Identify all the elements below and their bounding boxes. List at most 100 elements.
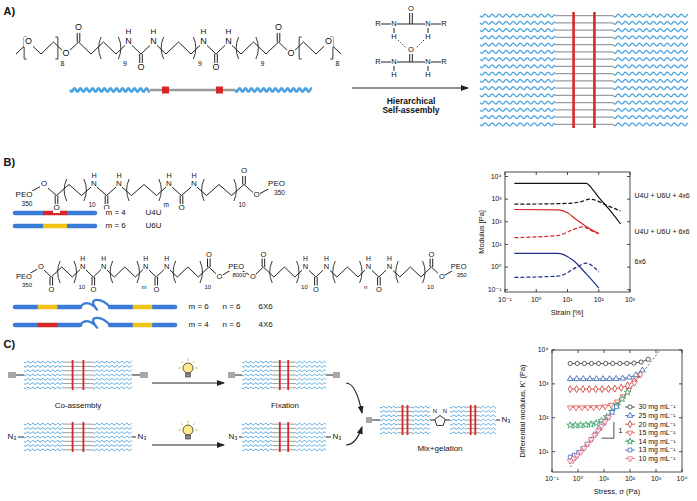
tick bbox=[679, 383, 682, 384]
atom-label: N bbox=[150, 37, 158, 46]
peo-strand bbox=[480, 65, 555, 68]
tick-label: 10² bbox=[624, 475, 635, 482]
bracket bbox=[84, 179, 87, 201]
peo-strand bbox=[93, 445, 132, 447]
bracket bbox=[234, 179, 237, 201]
alkyl-strand bbox=[398, 432, 412, 433]
data-marker bbox=[625, 361, 629, 365]
legend-marker bbox=[625, 448, 635, 452]
peo-strand bbox=[480, 108, 555, 111]
double-bond bbox=[317, 277, 318, 286]
urea-band bbox=[83, 360, 85, 390]
urea-band bbox=[83, 422, 85, 452]
atom-label: N bbox=[425, 20, 431, 28]
alkyl-strand bbox=[467, 432, 480, 433]
peo-strand bbox=[24, 445, 63, 447]
tick bbox=[682, 350, 683, 353]
fibril bbox=[450, 405, 496, 435]
double-bond bbox=[432, 259, 433, 268]
tick-label: 10² bbox=[538, 414, 549, 421]
peo-strand bbox=[380, 428, 398, 430]
peo-block bbox=[110, 323, 133, 328]
cartoon-label: m = 6 bbox=[105, 222, 126, 230]
bracket bbox=[99, 37, 102, 59]
peo-strand bbox=[242, 387, 272, 389]
bond bbox=[445, 420, 450, 421]
tick bbox=[578, 350, 579, 353]
alkyl-strand bbox=[63, 424, 93, 425]
atom-label: O bbox=[153, 286, 160, 294]
peo-strand bbox=[450, 406, 467, 408]
peo-strand bbox=[24, 423, 63, 425]
atom-label: R bbox=[375, 58, 381, 66]
bond bbox=[132, 437, 136, 438]
peo-strand bbox=[480, 101, 555, 104]
peo-block bbox=[67, 224, 95, 229]
peo-strand bbox=[613, 101, 688, 104]
step-label: Co-assembly bbox=[54, 402, 102, 410]
tick-label: 10¹ bbox=[538, 448, 549, 455]
atom-label: N bbox=[302, 263, 308, 271]
peo-strand bbox=[296, 361, 326, 363]
alkyl-strand bbox=[555, 37, 613, 38]
data-marker bbox=[567, 459, 573, 464]
data-marker bbox=[582, 421, 589, 427]
peo-strand bbox=[296, 432, 326, 434]
bulb-glass bbox=[183, 363, 193, 373]
atom-label: H bbox=[191, 172, 197, 180]
atom-label: H bbox=[323, 255, 329, 262]
peo-strand bbox=[613, 36, 688, 39]
peo-strand bbox=[24, 436, 63, 438]
legend-text: 30 mg mL⁻¹ bbox=[638, 403, 676, 410]
data-marker bbox=[595, 428, 601, 433]
subscript: 350 bbox=[21, 282, 32, 288]
bracket bbox=[256, 37, 259, 59]
peo-strand bbox=[24, 387, 63, 389]
double-bond bbox=[50, 277, 51, 286]
atom-label: N bbox=[191, 180, 198, 188]
peo-strand bbox=[296, 449, 326, 451]
data-marker bbox=[602, 419, 608, 424]
alkyl-strand bbox=[272, 449, 296, 450]
legend-symbol bbox=[627, 456, 633, 461]
peo-strand bbox=[242, 370, 272, 372]
triazole-ring bbox=[435, 416, 445, 426]
data-marker bbox=[585, 406, 591, 411]
data-marker bbox=[567, 406, 573, 411]
chemical-structure bbox=[24, 259, 459, 286]
alkyne-end bbox=[228, 373, 235, 377]
double-bond bbox=[182, 196, 183, 205]
bracket bbox=[193, 37, 196, 59]
atom-label: H bbox=[386, 255, 392, 262]
peo-strand bbox=[93, 378, 132, 380]
tick bbox=[552, 451, 555, 452]
alkyl-strand bbox=[272, 375, 296, 376]
molecule-cartoon bbox=[70, 87, 312, 94]
arrow bbox=[152, 444, 224, 445]
alkyl-strand bbox=[555, 73, 613, 74]
data-marker bbox=[591, 406, 597, 411]
data-marker bbox=[575, 361, 579, 365]
tick bbox=[630, 172, 631, 175]
atom-label: O bbox=[274, 23, 282, 32]
legend-symbol bbox=[628, 421, 632, 428]
atom-label: O bbox=[408, 5, 415, 13]
tick-label: 10⁰ bbox=[572, 475, 584, 482]
subscript: 8000 bbox=[232, 272, 246, 278]
alkyl-strand bbox=[272, 379, 296, 380]
legend-marker bbox=[625, 438, 635, 444]
peo-strand bbox=[479, 406, 496, 408]
peo-loop bbox=[80, 300, 110, 310]
tick bbox=[505, 267, 508, 268]
bond bbox=[326, 437, 331, 438]
legend-text: 15 mg mL⁻¹ bbox=[638, 429, 676, 436]
peo-strand bbox=[296, 428, 326, 430]
cartoon-label: 4X6 bbox=[258, 321, 273, 329]
peo-segment bbox=[235, 89, 312, 92]
fibril bbox=[242, 360, 326, 390]
data-marker bbox=[587, 376, 593, 381]
peo-block bbox=[152, 305, 175, 310]
atom-label: N bbox=[323, 263, 329, 271]
triple-bond bbox=[228, 377, 235, 378]
double-bond bbox=[57, 196, 58, 205]
